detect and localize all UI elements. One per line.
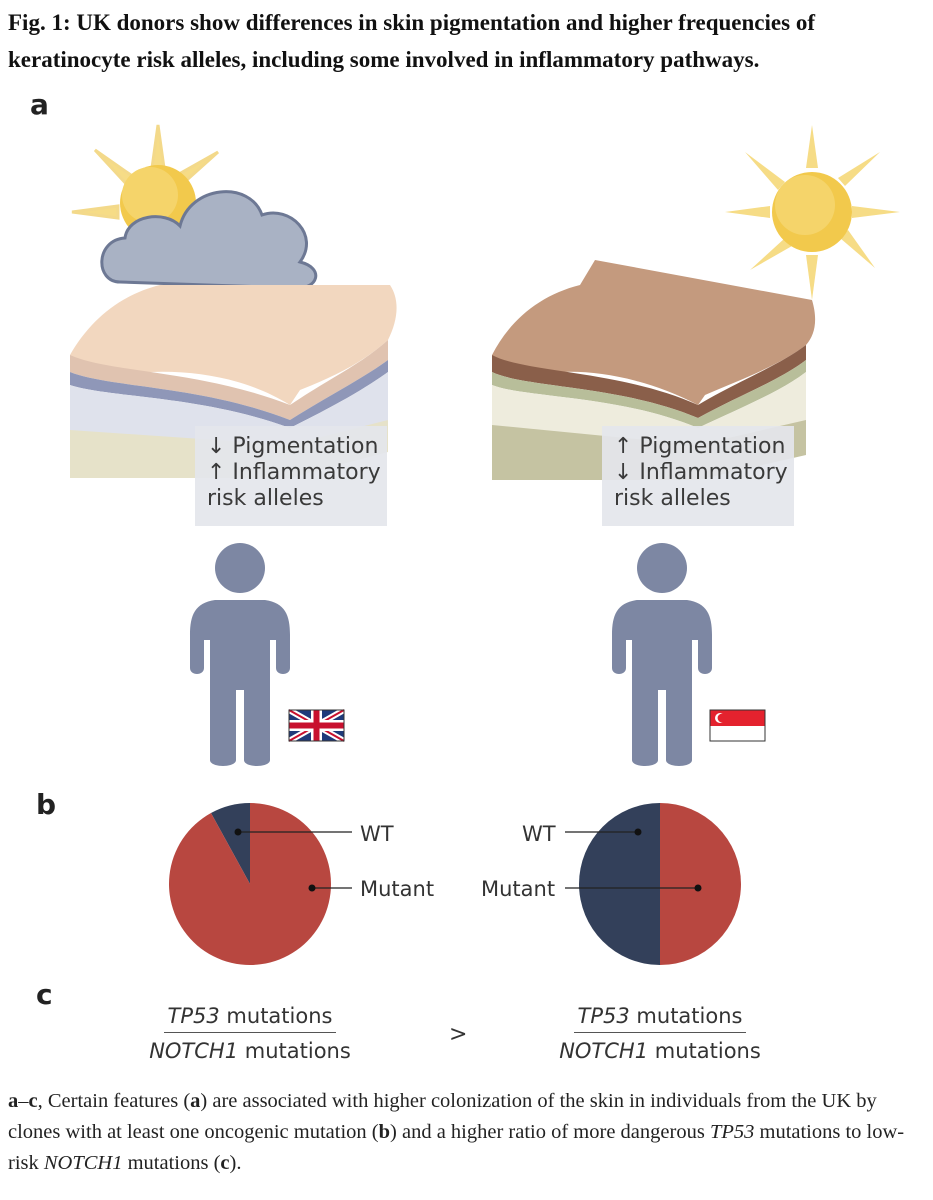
panel-c-letter: c (36, 978, 53, 1011)
right-mutation-ratio: TP53 mutations NOTCH1 mutations (550, 1004, 770, 1063)
left-ratio-numerator: TP53 mutations (163, 1004, 337, 1033)
right-ratio-numerator: TP53 mutations (573, 1004, 747, 1033)
pie-right-slice-mutant (660, 803, 741, 965)
greater-than-sign: > (449, 1022, 468, 1047)
pie-right-leader-dot (694, 884, 702, 892)
left-risk-alleles-text: risk alleles (207, 486, 324, 511)
pie-left-slice-mutant (169, 803, 332, 966)
left-trait-label: ↓ Pigmentation ↑ Inflammatory risk allel… (195, 426, 387, 526)
figure-title: Fig. 1: UK donors show differences in sk… (8, 10, 815, 72)
person-icon-left (190, 543, 290, 766)
left-pigmentation-text: ↓ Pigmentation (207, 434, 379, 459)
sun-icon-left (71, 124, 220, 241)
left-mutation-ratio: TP53 mutations NOTCH1 mutations (140, 1004, 360, 1063)
cloud-icon (100, 190, 318, 290)
panel-a-letter: a (30, 88, 49, 121)
panel-b-letter: b (36, 788, 57, 821)
pie-right-slice-wt (579, 803, 660, 965)
right-risk-alleles-text: risk alleles (614, 486, 731, 511)
right-pie-wt-label: WT (522, 822, 556, 846)
right-pigmentation-text: ↑ Pigmentation (614, 434, 786, 459)
singapore-flag-icon (709, 709, 766, 742)
pie-left-leader-dot (234, 828, 242, 836)
left-inflammatory-text: ↑ Inflammatory (207, 460, 381, 485)
sun-icon-right (725, 125, 900, 300)
person-icon-right (612, 543, 712, 766)
pie-right-leader-dot (634, 828, 642, 836)
uk-flag-icon (287, 707, 346, 744)
right-trait-label: ↑ Pigmentation ↓ Inflammatory risk allel… (602, 426, 794, 526)
right-ratio-denominator: NOTCH1 mutations (559, 1039, 761, 1063)
right-pie-mutant-label: Mutant (481, 877, 556, 901)
left-pie-wt-label: WT (360, 822, 394, 846)
pie-left-leader-dot (308, 884, 316, 892)
left-pie-mutant-label: Mutant (360, 877, 435, 901)
right-inflammatory-text: ↓ Inflammatory (614, 460, 788, 485)
left-ratio-denominator: NOTCH1 mutations (149, 1039, 351, 1063)
figure-caption: a–c, Certain features (a) are associated… (8, 1090, 905, 1174)
pie-left-slice-wt (210, 803, 250, 884)
